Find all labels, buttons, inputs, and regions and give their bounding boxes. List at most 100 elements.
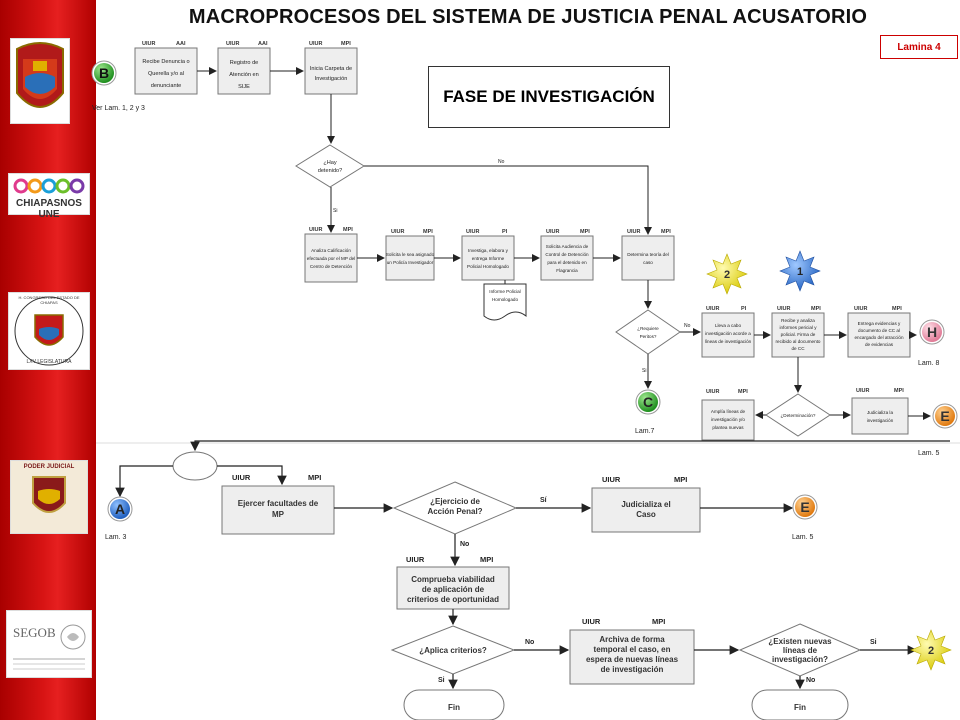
role-mpi: MPI (423, 229, 433, 235)
connector-h-note: Lam. 8 (918, 360, 940, 367)
connector-c-note: Lam.7 (635, 428, 655, 435)
role-aai: AAI (176, 41, 186, 47)
role-mpi: MPI (341, 41, 351, 47)
node-registro (217, 47, 271, 95)
connector-e-bottom[interactable]: E (792, 494, 818, 520)
role-mpi: MPI (661, 229, 671, 235)
role-mpi: MPI (892, 306, 902, 312)
node-recibe-denuncia (134, 47, 198, 95)
role-pi: PI (741, 306, 747, 312)
role-uiur: UIUR (602, 475, 621, 484)
role-mpi: MPI (652, 617, 665, 626)
role-uiur: UIUR (582, 617, 601, 626)
svg-text:C: C (643, 394, 653, 410)
connector-b-note: Ver Lam. 1, 2 y 3 (92, 105, 145, 112)
role-uiur: UIUR (391, 229, 404, 235)
connector-e-top-note: Lam. 5 (918, 450, 940, 457)
congreso-seal-logo: H. CONGRESO DEL ESTADO DE CHIAPAS LXV LE… (8, 292, 90, 370)
node-determinacion-text: ¿Determinación? (781, 413, 816, 418)
role-mpi: MPI (343, 227, 353, 233)
svg-text:2: 2 (928, 645, 934, 657)
star-connector-2-bottom[interactable]: 2 (910, 629, 952, 671)
node-inicia (304, 47, 358, 95)
connector-h[interactable]: H (919, 319, 945, 345)
role-uiur: UIUR (406, 555, 425, 564)
connector-e-top[interactable]: E (932, 403, 958, 429)
star-connector-2-top[interactable]: 2 (706, 253, 748, 295)
phase-title: FASE DE INVESTIGACIÓN (428, 66, 670, 128)
node-fin-1-text: Fin (448, 703, 460, 712)
node-ejercer (221, 485, 335, 535)
label-no: No (684, 323, 691, 329)
node-judicializa2 (591, 487, 701, 533)
node-comprueba (396, 566, 510, 610)
legislatura-text: LXV LEGISLATURA (26, 359, 72, 365)
role-uiur: UIUR (309, 41, 322, 47)
chiapas-shield-logo (10, 38, 70, 124)
connector-a-note: Lam. 3 (105, 534, 127, 541)
node-archiva (569, 629, 695, 685)
node-judicializa1 (851, 397, 909, 435)
role-uiur: UIUR (226, 41, 239, 47)
label-no: No (806, 677, 815, 684)
role-uiur: UIUR (706, 389, 719, 395)
svg-text:B: B (99, 65, 109, 81)
role-uiur: UIUR (627, 229, 640, 235)
role-uiur: UIUR (466, 229, 479, 235)
poder-judicial-text: PODER JUDICIAL (23, 464, 75, 470)
node-amplia (701, 399, 755, 441)
role-mpi: MPI (894, 388, 904, 394)
role-mpi: MPI (580, 229, 590, 235)
label-si: Si (642, 368, 646, 374)
role-uiur: UIUR (232, 473, 251, 482)
role-aai: AAI (258, 41, 268, 47)
chiapas-nos-une-text: CHIAPASNOS UNE (16, 198, 82, 220)
connector-b[interactable]: B (91, 60, 117, 86)
label-no: No (498, 159, 505, 165)
label-si: Si (333, 208, 337, 214)
role-uiur: UIUR (777, 306, 790, 312)
label-si: Si (870, 639, 877, 646)
role-mpi: MPI (674, 475, 687, 484)
star-connector-1[interactable]: 1 (779, 250, 821, 292)
node-fin-2-text: Fin (794, 703, 806, 712)
node-solicita-audiencia (540, 235, 594, 281)
node-determinacion (765, 393, 831, 437)
page-title: MACROPROCESOS DEL SISTEMA DE JUSTICIA PE… (188, 6, 868, 28)
node-aplica-criterios-text: ¿Aplica criterios? (419, 646, 487, 655)
node-hay-detenido (295, 144, 365, 188)
svg-text:2: 2 (724, 269, 730, 281)
node-investiga (461, 235, 515, 281)
label-si: Sí (540, 497, 548, 504)
role-pi: PI (502, 229, 508, 235)
role-mpi: MPI (738, 389, 748, 395)
svg-text:H: H (927, 324, 937, 340)
connector-e-bottom-note: Lam. 5 (792, 534, 814, 541)
node-analiza (304, 233, 358, 283)
role-uiur: UIUR (706, 306, 719, 312)
role-uiur: UIUR (856, 388, 869, 394)
connector-c[interactable]: C (635, 389, 661, 415)
role-mpi: MPI (811, 306, 821, 312)
connector-a[interactable]: A (107, 496, 133, 522)
lamina-badge: Lamina 4 (880, 35, 958, 59)
svg-text:1: 1 (797, 266, 803, 278)
segob-logo: SEGOB (6, 610, 92, 678)
